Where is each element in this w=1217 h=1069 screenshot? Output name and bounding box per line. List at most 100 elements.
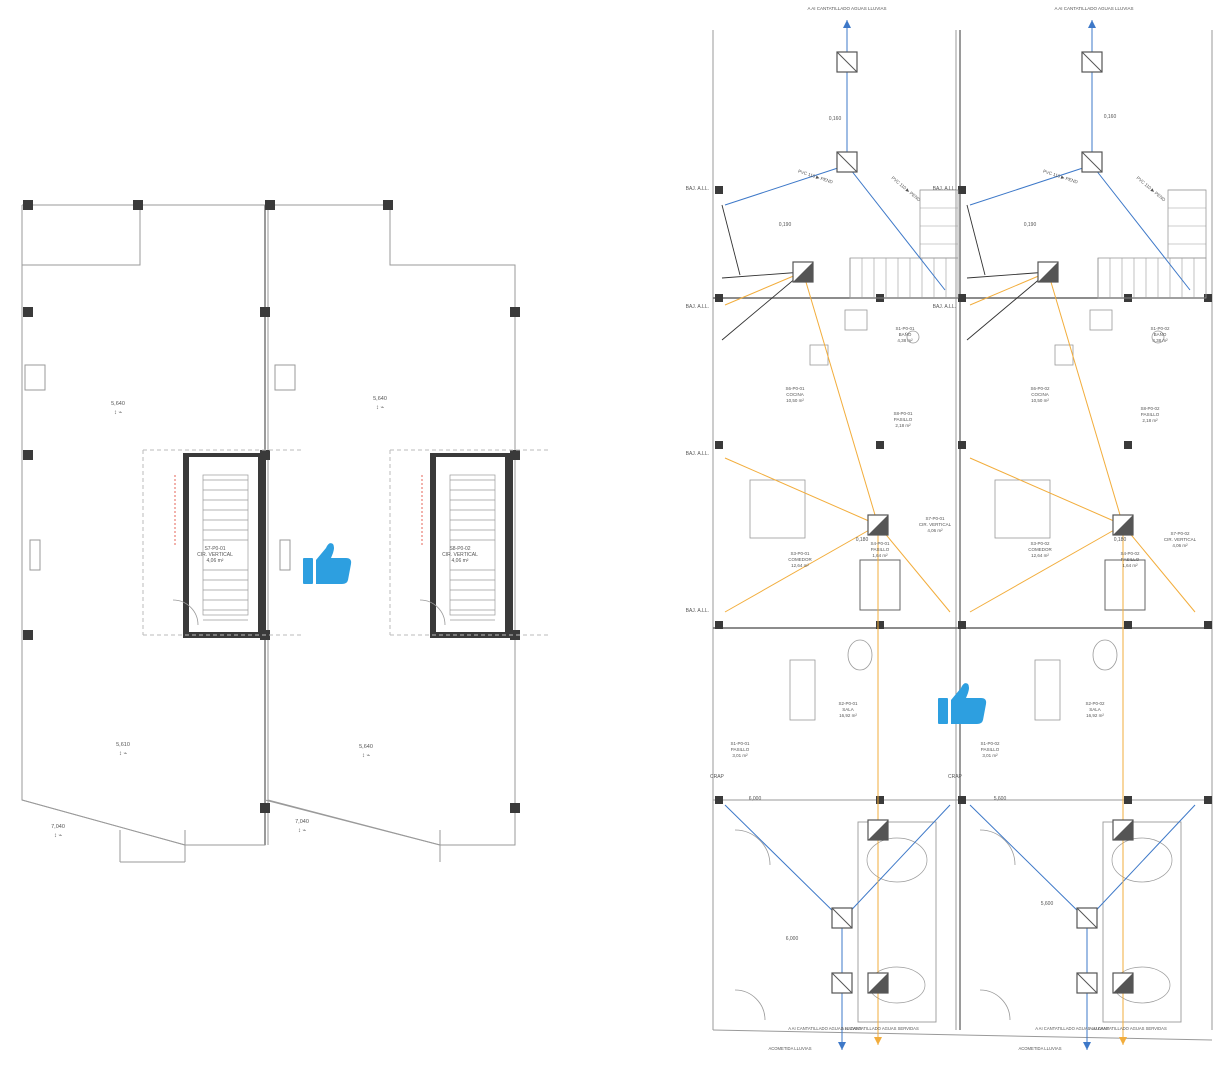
chamber-diag bbox=[1081, 51, 1103, 73]
chamber-diag bbox=[1076, 907, 1098, 929]
outline bbox=[21, 204, 266, 846]
crap-label: CRAP bbox=[710, 774, 725, 780]
storm-pipe bbox=[841, 804, 951, 921]
armchair bbox=[847, 639, 873, 671]
room-name: SALA bbox=[1089, 707, 1101, 712]
column bbox=[715, 796, 723, 804]
outlet-label: A AI CANTATILLADO AGUAS LLUVIAS bbox=[807, 6, 886, 11]
storm-pipe bbox=[724, 804, 843, 921]
room-name: CIR. VERTICAL bbox=[919, 522, 952, 527]
arrow-down bbox=[874, 1037, 882, 1045]
car-windshield bbox=[866, 837, 928, 883]
fixture bbox=[279, 539, 291, 571]
vent-pipe bbox=[721, 271, 804, 341]
room-name: CIR. VERTICAL bbox=[442, 552, 478, 558]
fixture bbox=[1089, 309, 1113, 331]
stair-block bbox=[919, 189, 959, 259]
room-code: S8-P0-01 bbox=[893, 411, 913, 416]
room-code: S2-P0-01 bbox=[838, 701, 858, 706]
room-name: SALA bbox=[842, 707, 854, 712]
storm-pipe bbox=[969, 804, 1088, 921]
room-name: COMEDOR bbox=[788, 557, 812, 562]
room-area: 2,18 m² bbox=[895, 423, 911, 428]
sewage-pipe bbox=[969, 457, 1124, 526]
thumbs-up-icon[interactable] bbox=[937, 680, 993, 728]
level-label: 0,160 bbox=[829, 116, 842, 122]
sewage-pipe bbox=[877, 524, 951, 613]
chamber-fill bbox=[1113, 820, 1133, 840]
stair-wall bbox=[430, 453, 436, 638]
acometida-label: ACOMETIDA LLUVIAS bbox=[1018, 1046, 1061, 1051]
column bbox=[510, 630, 520, 640]
level-label: 0,160 bbox=[1104, 114, 1117, 120]
front-edge bbox=[21, 799, 186, 846]
arrow-down bbox=[1083, 1042, 1091, 1050]
column bbox=[23, 630, 33, 640]
stair-wall bbox=[183, 453, 189, 638]
chamber-fill bbox=[1113, 973, 1133, 993]
sewage-pipe bbox=[802, 271, 879, 526]
room-code: S1-P0-02 bbox=[1150, 326, 1170, 331]
chamber-fill bbox=[868, 515, 888, 535]
level-label: 0,180 bbox=[856, 537, 869, 543]
level-label: 6,000 bbox=[786, 936, 799, 942]
thumbs-up-icon[interactable] bbox=[302, 540, 358, 588]
chamber-fill bbox=[1038, 262, 1058, 282]
room-code: S8-P0-02 bbox=[449, 546, 470, 552]
room-code: S8-P0-02 bbox=[1140, 406, 1160, 411]
toilet bbox=[1151, 330, 1165, 344]
chamber-fill bbox=[868, 973, 888, 993]
column bbox=[715, 441, 723, 449]
car bbox=[857, 821, 937, 1023]
column bbox=[260, 307, 270, 317]
front-edge bbox=[712, 1029, 1213, 1041]
outline bbox=[264, 204, 516, 846]
room-name: BAÑO bbox=[899, 331, 912, 337]
room-area: 10,50 m² bbox=[786, 398, 804, 403]
level-marker: ↕ ⌁ bbox=[376, 405, 385, 411]
outlet-label: A AI CANTATILLADO AGUAS LLUVIAS bbox=[1035, 1026, 1109, 1031]
level-marker: ↕ ⌁ bbox=[114, 410, 123, 416]
stair-wall bbox=[183, 632, 266, 638]
level-label: 7,040 bbox=[51, 824, 65, 830]
arrow-up bbox=[843, 20, 851, 28]
stair-block bbox=[1097, 257, 1207, 299]
column bbox=[23, 307, 33, 317]
storm-pipe bbox=[1091, 164, 1191, 291]
column bbox=[876, 441, 884, 449]
room-name: PASILLO bbox=[1141, 412, 1160, 417]
column bbox=[133, 200, 143, 210]
column bbox=[383, 200, 393, 210]
stair-wall bbox=[430, 632, 513, 638]
column bbox=[510, 450, 520, 460]
right-floor-plan: A AI CANTATILLADO AGUAS LLUVIAS A AI CANT… bbox=[686, 6, 1213, 1051]
storm-pipe bbox=[969, 164, 1093, 206]
storm-pipe bbox=[846, 164, 946, 291]
column bbox=[958, 796, 966, 804]
level-marker: ↕ ⌁ bbox=[119, 751, 128, 757]
stair-wall bbox=[430, 453, 513, 457]
sewage-pipe bbox=[969, 271, 1049, 306]
bajada-label: BAJ. A.LL. bbox=[686, 186, 709, 192]
column bbox=[265, 200, 275, 210]
bajada-label: BAJ. A.LL. bbox=[933, 304, 956, 310]
room-area: 1,64 m² bbox=[872, 553, 888, 558]
bajada-label: BAJ. A.LL. bbox=[686, 608, 709, 614]
stair-block bbox=[849, 257, 959, 299]
room-area: 16,92 m² bbox=[1086, 713, 1104, 718]
room-area: 4,06 m² bbox=[927, 528, 943, 533]
room-name: PASILLO bbox=[871, 547, 890, 552]
column bbox=[958, 294, 966, 302]
room-code: S7-P0-02 bbox=[1170, 531, 1190, 536]
column bbox=[715, 294, 723, 302]
room-area: 1,64 m² bbox=[1122, 563, 1138, 568]
stair-wall bbox=[258, 453, 266, 638]
bajada-label: BAJ. A.LL. bbox=[933, 186, 956, 192]
level-label: 5,600 bbox=[994, 796, 1007, 802]
arrow-down bbox=[1119, 1037, 1127, 1045]
level-label: 0,180 bbox=[1114, 537, 1127, 543]
chamber-diag bbox=[1081, 151, 1103, 173]
arrow-up bbox=[1088, 20, 1096, 28]
door-swing bbox=[979, 829, 1016, 866]
